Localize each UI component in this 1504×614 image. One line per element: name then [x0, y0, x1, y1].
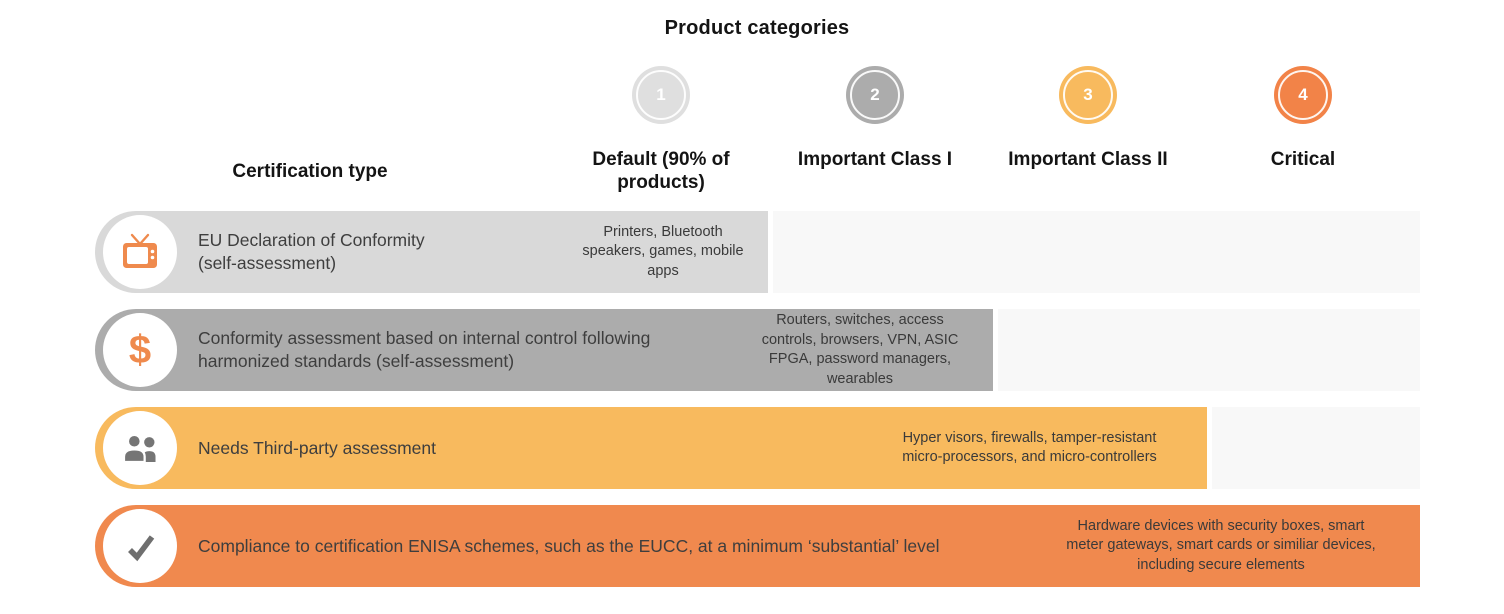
row-icon-circle: $: [103, 313, 177, 387]
category-span-bar: [95, 211, 768, 293]
product-examples-critical: Hardware devices with security boxes, sm…: [1066, 517, 1376, 573]
row-extension-strip: [998, 309, 1420, 391]
certification-type-label: EU Declaration of Conformity (self-asses…: [198, 230, 425, 273]
badge-ring: [1063, 70, 1113, 120]
check-icon: [128, 535, 155, 562]
row-conformity-assessment: $ Conformity assessment based on interna…: [0, 309, 1504, 391]
certification-type-label: Compliance to certification ENISA scheme…: [198, 535, 940, 556]
certification-type-header: Certification type: [232, 161, 388, 182]
category-span-bar: [95, 309, 993, 391]
badge-ring: [636, 70, 686, 120]
category-badge-1: 1: [632, 66, 690, 124]
category-header-default: Default (90% of products): [592, 149, 730, 193]
product-examples-class-1: Routers, switches, access controls, brow…: [761, 312, 959, 387]
row-eu-declaration: EU Declaration of Conformity (self-asses…: [0, 211, 1504, 293]
category-number: 3: [1083, 85, 1093, 104]
row-icon-circle: [103, 509, 177, 583]
dollar-icon: $: [128, 328, 152, 372]
page-title: Product categories: [664, 17, 850, 39]
product-examples-class-2: Hyper visors, firewalls, tamper-resistan…: [902, 429, 1157, 466]
category-number: 1: [656, 85, 666, 104]
row-enisa-certification: Compliance to certification ENISA scheme…: [0, 505, 1504, 587]
certification-type-label: Needs Third-party assessment: [198, 437, 436, 458]
product-examples-default: Printers, Bluetooth speakers, games, mob…: [582, 223, 744, 279]
category-badge-2: 2: [846, 66, 904, 124]
category-span-bar: [95, 407, 1207, 489]
row-third-party-assessment: Needs Third-party assessment Hyper visor…: [0, 407, 1504, 489]
certification-type-label: Conformity assessment based on internal …: [198, 328, 651, 371]
people-icon: [122, 433, 156, 463]
badge-ring: [850, 70, 900, 120]
category-header-important-class-2: Important Class II: [1008, 149, 1168, 170]
category-header-important-class-1: Important Class I: [797, 149, 953, 170]
category-badge-3: 3: [1059, 66, 1117, 124]
row-icon-circle: [103, 215, 177, 289]
tv-icon: [123, 233, 157, 268]
category-header-critical: Critical: [1270, 149, 1336, 170]
category-badge-4: 4: [1274, 66, 1332, 124]
category-number: 4: [1298, 85, 1308, 104]
badge-ring: [1278, 70, 1328, 120]
row-icon-circle: [103, 411, 177, 485]
category-number: 2: [870, 85, 880, 104]
row-extension-strip: [773, 211, 1420, 293]
row-extension-strip: [1212, 407, 1420, 489]
category-span-bar: [95, 505, 1420, 587]
